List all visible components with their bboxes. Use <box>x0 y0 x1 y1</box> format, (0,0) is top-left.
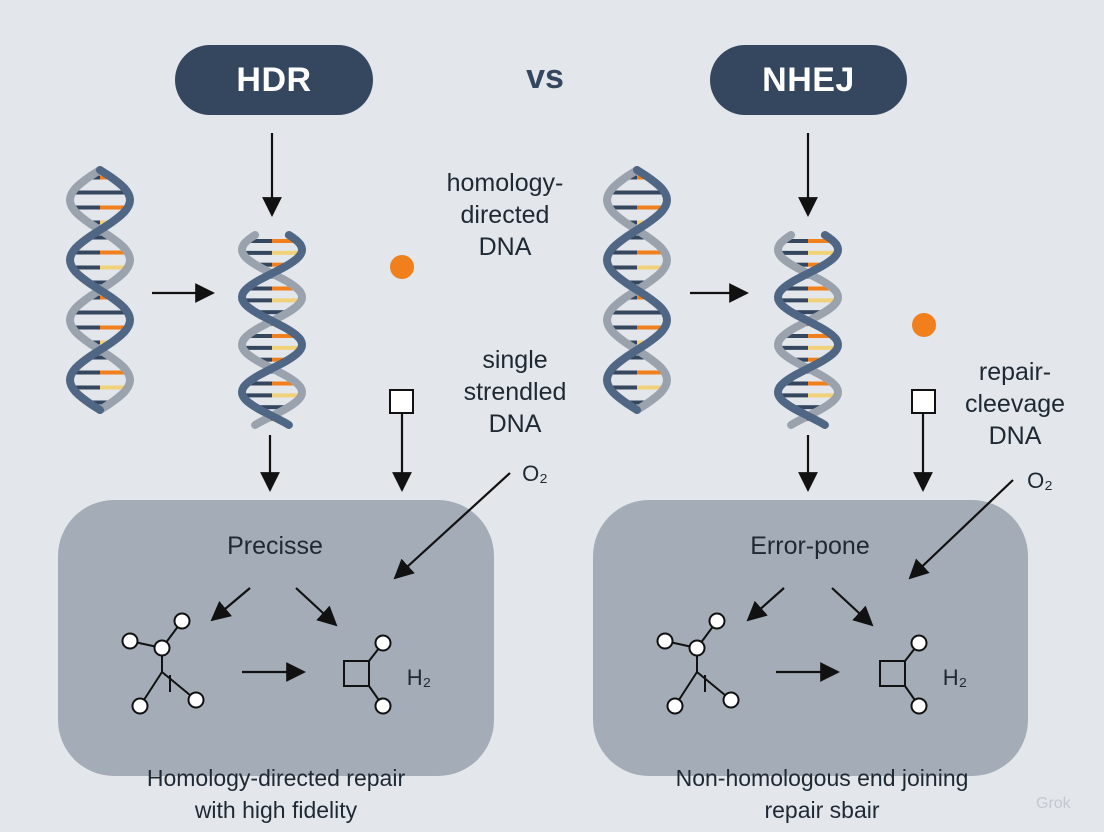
hdr-annotation-ss-line3: DNA <box>488 410 542 438</box>
dna-helix-icon <box>602 166 672 414</box>
hdr-panel-arrow-right <box>295 587 338 627</box>
nhej-caption-line1: Non-homologous end joining <box>675 765 969 791</box>
nhej-annotation-repair-cleavage: repair- cleevage DNA <box>940 356 1090 452</box>
dna-strand <box>65 166 135 414</box>
hdr-oxygen-label: O₂ <box>522 461 548 486</box>
hdr-annotation-homology-line2: directed <box>460 201 550 229</box>
hdr-annotation-homology: homology- directed DNA <box>430 167 580 263</box>
hdr-annotation-ss-line1: single <box>482 346 548 374</box>
hdr-caption: Homology-directed repair with high fidel… <box>76 762 476 826</box>
hdr-cyclobutane-icon <box>343 634 392 715</box>
dna-strand <box>237 231 307 429</box>
nhej-annotation-line2: cleevage <box>964 390 1066 418</box>
dna-strand <box>602 166 672 414</box>
nhej-oxygen-label: O₂ <box>1027 468 1053 493</box>
hdr-branched-molecule-icon <box>121 612 205 715</box>
nhej-square-icon <box>911 389 936 414</box>
hdr-panel-title: Precisse <box>227 532 323 560</box>
vs-label: vs <box>526 58 564 96</box>
dna-helix-icon <box>237 231 307 429</box>
nhej-hydrogen-label: H₂ <box>942 665 968 690</box>
nhej-panel-arrow-right <box>831 587 874 627</box>
nhej-title: NHEJ <box>762 60 855 99</box>
nhej-annotation-line1: repair- <box>978 358 1052 386</box>
watermark-label: Grok <box>1036 795 1071 812</box>
dna-strand <box>237 231 307 429</box>
nhej-cyclobutane-icon <box>879 634 928 715</box>
hdr-caption-line1: Homology-directed repair <box>146 765 406 791</box>
hdr-title-pill: HDR <box>175 45 373 115</box>
nhej-panel-arrow-left <box>746 587 785 622</box>
hdr-annotation-ss-line2: strendled <box>463 378 567 406</box>
nhej-panel-title: Error-pone <box>750 532 870 560</box>
dna-strand <box>773 231 843 429</box>
hdr-hydrogen-label: H₂ <box>406 665 432 690</box>
hdr-annotation-homology-line3: DNA <box>478 233 532 261</box>
dna-helix-icon <box>773 231 843 429</box>
nhej-orange-dot-icon <box>912 313 936 337</box>
nhej-caption-line2: repair sbair <box>764 797 880 823</box>
hdr-square-icon <box>389 389 414 414</box>
hdr-caption-line2: with high fidelity <box>194 797 358 823</box>
nhej-annotation-line3: DNA <box>988 422 1042 450</box>
dna-helix-icon <box>65 166 135 414</box>
nhej-title-pill: NHEJ <box>710 45 907 115</box>
dna-strand <box>773 231 843 429</box>
hdr-orange-dot-icon <box>390 255 414 279</box>
hdr-title: HDR <box>236 60 312 99</box>
nhej-oxygen-arrow <box>908 479 1014 580</box>
nhej-branched-molecule-icon <box>656 612 740 715</box>
hdr-annotation-homology-line1: homology- <box>446 169 564 197</box>
nhej-caption: Non-homologous end joining repair sbair <box>612 762 1032 826</box>
hdr-oxygen-arrow <box>393 472 511 580</box>
hdr-panel-arrow-left <box>210 587 251 622</box>
hdr-annotation-single-stranded: single strendled DNA <box>440 344 590 440</box>
